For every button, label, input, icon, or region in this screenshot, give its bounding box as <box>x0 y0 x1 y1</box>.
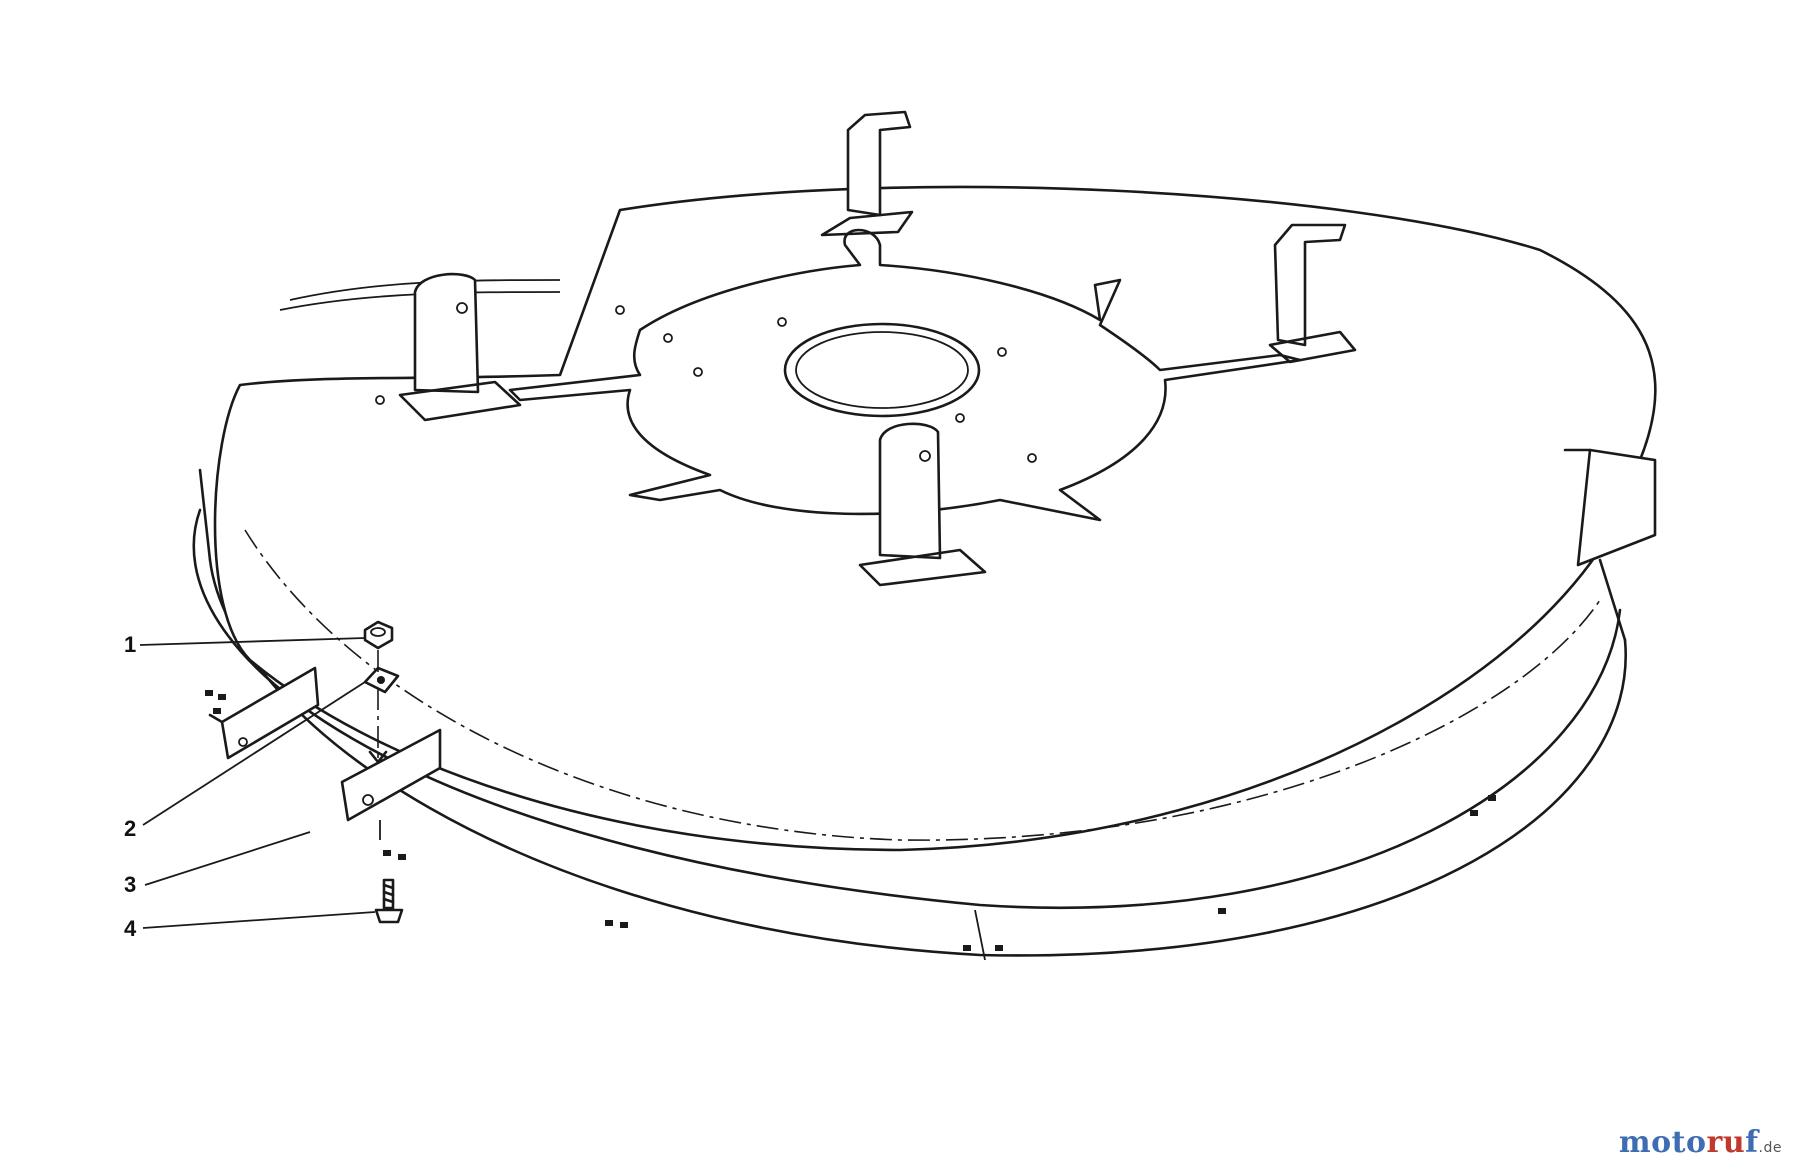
nut <box>363 620 394 650</box>
mounting-post-front <box>858 422 987 587</box>
exploded-hardware <box>208 620 442 924</box>
mounting-post-left <box>398 272 522 422</box>
baffle-ring <box>192 468 1628 961</box>
callout-4-label: 4 <box>124 916 137 941</box>
mounting-post-top <box>820 110 914 237</box>
watermark-part-c: f <box>1745 1125 1759 1160</box>
discharge-chute <box>1563 448 1657 567</box>
spacer-bracket <box>208 666 442 840</box>
watermark-logo: motoruf.de <box>1619 1125 1782 1160</box>
mounting-post-right <box>1268 223 1357 364</box>
callouts: 1 2 3 4 <box>124 632 376 941</box>
callout-1-label: 1 <box>124 632 136 657</box>
slot-marks <box>205 690 1496 951</box>
watermark-part-a: moto <box>1618 1125 1707 1160</box>
watermark-part-d: .de <box>1758 1140 1782 1156</box>
bolt <box>374 878 404 924</box>
callout-2-label: 2 <box>124 816 136 841</box>
callout-3-label: 3 <box>124 872 136 897</box>
watermark-part-b: ru <box>1706 1125 1746 1160</box>
